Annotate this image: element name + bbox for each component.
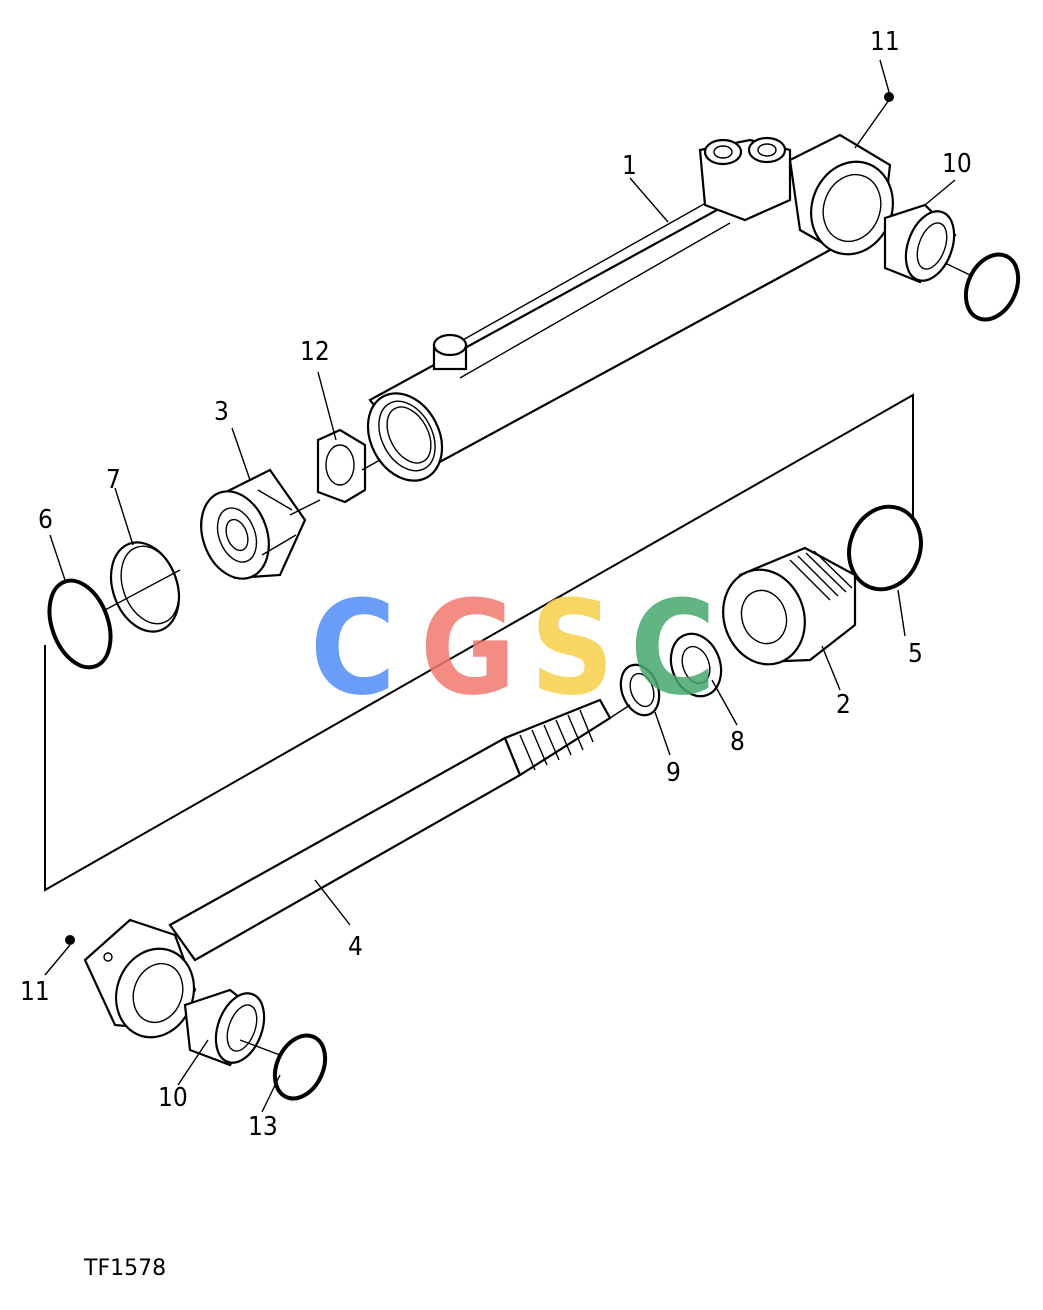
callout-8: 8: [730, 727, 745, 757]
watermark-letter: S: [530, 585, 614, 715]
callout-9: 9: [666, 758, 681, 788]
callout-5: 5: [908, 639, 923, 669]
callout-7: 7: [106, 465, 121, 495]
callout-1: 1: [622, 151, 637, 181]
piston-rod: [83, 698, 631, 1039]
piston-seal: [47, 578, 113, 670]
assembly-bracket: [44, 393, 914, 892]
callout-4: 4: [348, 932, 363, 962]
grease-nipple-top: [884, 92, 894, 102]
watermark-letter: G: [420, 585, 516, 715]
callout-10-bottom: 10: [158, 1083, 188, 1113]
callout-6: 6: [38, 505, 53, 535]
callout-3: 3: [214, 397, 229, 427]
watermark-letter: C: [630, 585, 716, 715]
rod-seal: [669, 632, 723, 698]
bushing-bottom: [183, 988, 266, 1067]
assembly-axis-upper: [104, 459, 381, 611]
callout-12: 12: [300, 337, 330, 367]
callout-11-top: 11: [870, 27, 900, 57]
bushing-top: [883, 203, 957, 284]
o-ring: [847, 504, 923, 592]
lock-nut: [316, 428, 367, 504]
callout-10-top: 10: [942, 149, 972, 179]
callout-labels: 1 11 10 12 3 7 6 5 2 8 9 4 11 10 13: [20, 27, 972, 1142]
callout-11-bottom: 11: [20, 977, 50, 1007]
grease-nipple-bottom: [65, 935, 75, 945]
piston: [200, 468, 307, 580]
callout-13: 13: [248, 1112, 278, 1142]
wear-ring: [109, 541, 181, 633]
watermark-letter: C: [310, 585, 396, 715]
figure-id: TF1578: [84, 1256, 167, 1281]
leader-lines: [44, 59, 971, 1113]
cylinder-barrel: [366, 133, 894, 482]
callout-2: 2: [836, 690, 851, 720]
snap-ring-bottom: [272, 1033, 328, 1101]
snap-ring-top: [963, 252, 1021, 322]
wiper-seal: [619, 663, 661, 717]
gland-head: [722, 546, 857, 666]
watermark-logo: C G S C: [310, 585, 716, 715]
